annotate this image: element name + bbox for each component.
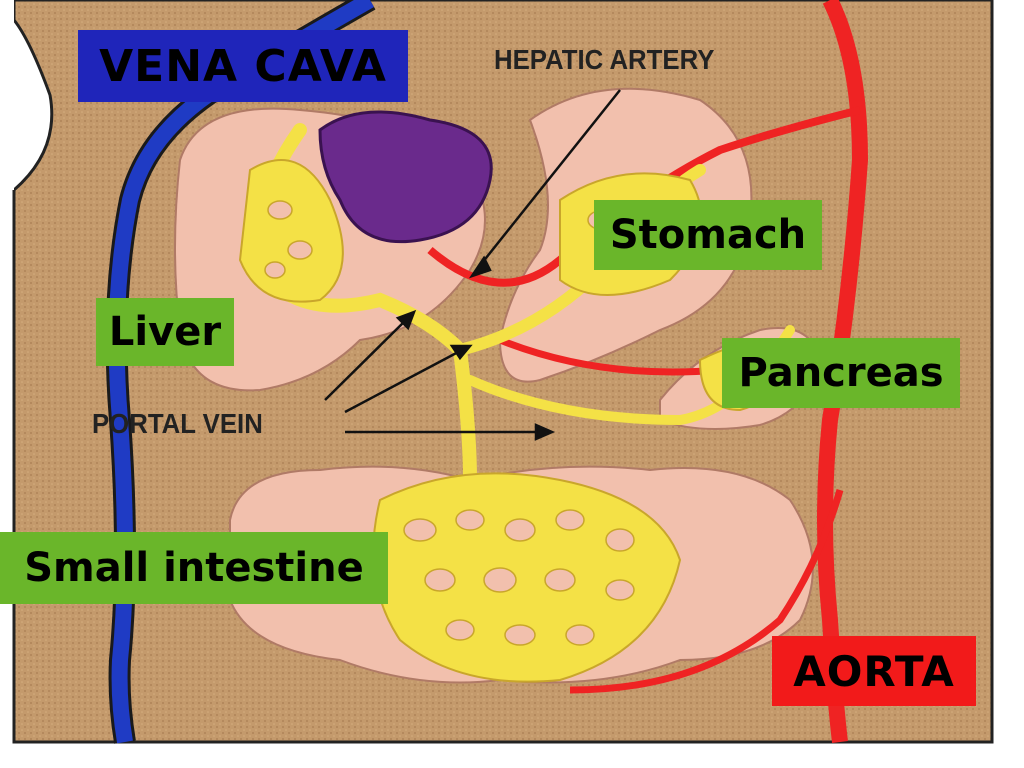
label-portal-vein: PORTAL VEIN <box>92 408 263 439</box>
label-small-intestine: Small intestine <box>0 532 388 604</box>
aorta-branch-intestine <box>569 489 844 694</box>
label-stomach: Stomach <box>594 200 822 270</box>
label-vena-cava: VENA CAVA <box>78 30 408 102</box>
label-liver: Liver <box>96 298 234 366</box>
hepatic-veins <box>318 110 493 244</box>
label-pancreas: Pancreas <box>722 338 960 408</box>
label-aorta: AORTA <box>772 636 976 706</box>
label-hepatic-artery: HEPATIC ARTERY <box>494 44 715 75</box>
pointer-arrows <box>324 89 621 441</box>
torso-left-shoulder <box>0 0 14 190</box>
